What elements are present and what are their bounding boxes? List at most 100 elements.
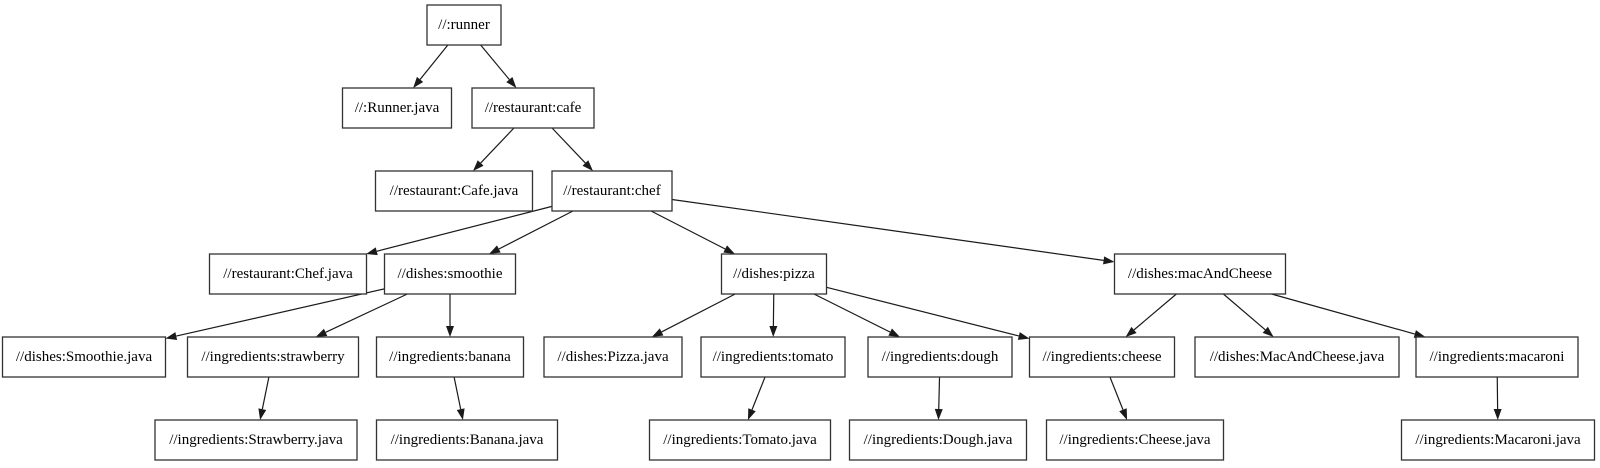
graph-node-cafe: //restaurant:cafe xyxy=(471,87,595,129)
graph-edge-dough-dough-java xyxy=(934,376,943,420)
edge-line xyxy=(376,205,553,252)
node-label: //ingredients:strawberry xyxy=(201,349,345,365)
graph-edge-runner-runner-java xyxy=(413,44,449,88)
edge-line xyxy=(453,376,462,410)
graph-node-banana-java: //ingredients:Banana.java xyxy=(375,419,559,461)
node-label: //ingredients:Tomato.java xyxy=(663,432,817,448)
edge-line xyxy=(325,293,408,333)
arrowhead-icon xyxy=(1413,330,1426,338)
node-label: //ingredients:Macaroni.java xyxy=(1415,432,1581,448)
graph-node-cheese: //ingredients:cheese xyxy=(1028,336,1176,378)
node-box xyxy=(1045,419,1225,461)
graph-node-dough: //ingredients:dough xyxy=(867,336,1013,378)
edge-line xyxy=(551,127,586,164)
node-box xyxy=(374,170,534,212)
arrowhead-icon xyxy=(506,76,517,88)
edge-line xyxy=(480,127,515,164)
graph-node-cafe-java: //restaurant:Cafe.java xyxy=(374,170,534,212)
node-box xyxy=(1400,419,1596,461)
graph-node-dough-java: //ingredients:Dough.java xyxy=(848,419,1028,461)
arrowhead-icon xyxy=(1125,326,1137,337)
edge-line xyxy=(671,198,1104,261)
edge-line xyxy=(1109,376,1124,410)
edge-line xyxy=(419,44,449,80)
graph-node-tomato: //ingredients:tomato xyxy=(700,336,846,378)
graph-node-chef-java: //restaurant:Chef.java xyxy=(208,253,368,295)
node-box xyxy=(208,253,368,295)
node-label: //:Runner.java xyxy=(355,100,440,116)
arrowhead-icon xyxy=(446,326,454,337)
node-label: //dishes:macAndCheese xyxy=(1128,266,1272,282)
graph-node-smoothie: //dishes:smoothie xyxy=(383,253,517,295)
node-box xyxy=(1113,253,1287,295)
arrowhead-icon xyxy=(1262,326,1274,337)
arrowhead-icon xyxy=(456,408,465,420)
node-box xyxy=(720,253,828,295)
graph-node-banana: //ingredients:banana xyxy=(375,336,525,378)
node-label: //ingredients:tomato xyxy=(713,349,834,365)
node-label: //ingredients:Dough.java xyxy=(864,432,1013,448)
graph-node-mac-and-cheese-java: //dishes:MacAndCheese.java xyxy=(1194,336,1400,378)
node-label: //ingredients:Cheese.java xyxy=(1059,432,1211,448)
graph-node-macaroni-java: //ingredients:Macaroni.java xyxy=(1400,419,1596,461)
graph-edge-tomato-tomato-java xyxy=(747,376,766,420)
arrowhead-icon xyxy=(366,247,378,256)
graph-edge-cheese-cheese-java xyxy=(1109,376,1128,420)
arrowhead-icon xyxy=(315,328,328,337)
graph-edge-pizza-dough xyxy=(813,293,900,337)
node-label: //ingredients:dough xyxy=(882,349,999,365)
node-label: //ingredients:Banana.java xyxy=(391,432,544,448)
node-box xyxy=(700,336,846,378)
graph-edge-pizza-cheese xyxy=(826,286,1030,340)
edge-line xyxy=(938,376,941,410)
node-box xyxy=(648,419,832,461)
node-box xyxy=(1415,336,1579,378)
graph-edge-macaroni-macaroni-java xyxy=(1493,376,1502,420)
node-label: //ingredients:cheese xyxy=(1042,349,1161,365)
graph-edge-cafe-cafe-java xyxy=(473,127,515,171)
graph-edge-smoothie-banana xyxy=(446,294,454,337)
node-label: //ingredients:macaroni xyxy=(1430,349,1565,365)
graph-node-pizza: //dishes:pizza xyxy=(720,253,828,295)
edge-line xyxy=(498,210,574,250)
arrowhead-icon xyxy=(769,325,778,337)
graph-edge-cafe-chef xyxy=(551,127,593,171)
node-box xyxy=(551,170,673,212)
edge-line xyxy=(751,376,766,410)
graph-edge-chef-mac-and-cheese xyxy=(671,198,1115,265)
node-box xyxy=(867,336,1013,378)
node-box xyxy=(1028,336,1176,378)
graph-edge-runner-cafe xyxy=(480,44,517,88)
graph-node-strawberry: //ingredients:strawberry xyxy=(186,336,360,378)
graph-edge-mac-and-cheese-macaroni xyxy=(1271,293,1426,338)
node-label: //ingredients:Strawberry.java xyxy=(169,432,343,448)
edge-line xyxy=(176,288,385,337)
node-box xyxy=(375,419,559,461)
arrowhead-icon xyxy=(413,76,424,88)
node-box xyxy=(375,336,525,378)
node-box xyxy=(186,336,360,378)
node-label: //restaurant:chef xyxy=(563,183,660,199)
node-box xyxy=(341,87,453,129)
node-box xyxy=(471,87,595,129)
graph-node-macaroni: //ingredients:macaroni xyxy=(1415,336,1579,378)
node-label: //restaurant:cafe xyxy=(485,100,582,116)
node-label: //dishes:Smoothie.java xyxy=(16,349,153,365)
arrowhead-icon xyxy=(473,160,484,171)
node-label: //ingredients:banana xyxy=(389,349,511,365)
node-label: //:runner xyxy=(438,17,490,33)
graph-node-mac-and-cheese: //dishes:macAndCheese xyxy=(1113,253,1287,295)
node-label: //dishes:MacAndCheese.java xyxy=(1210,349,1385,365)
graph-edge-chef-pizza xyxy=(650,210,735,254)
arrowhead-icon xyxy=(258,408,267,420)
node-box xyxy=(383,253,517,295)
graph-edge-strawberry-strawberry-java xyxy=(258,376,270,420)
graph-edge-chef-smoothie xyxy=(489,210,574,254)
graph-edge-banana-banana-java xyxy=(453,376,465,420)
edge-line xyxy=(661,293,736,333)
edge-line xyxy=(480,44,510,80)
node-label: //dishes:Pizza.java xyxy=(557,349,669,365)
graph-node-runner: //:runner xyxy=(426,4,502,46)
graph-edge-smoothie-smoothie-java xyxy=(165,288,385,340)
